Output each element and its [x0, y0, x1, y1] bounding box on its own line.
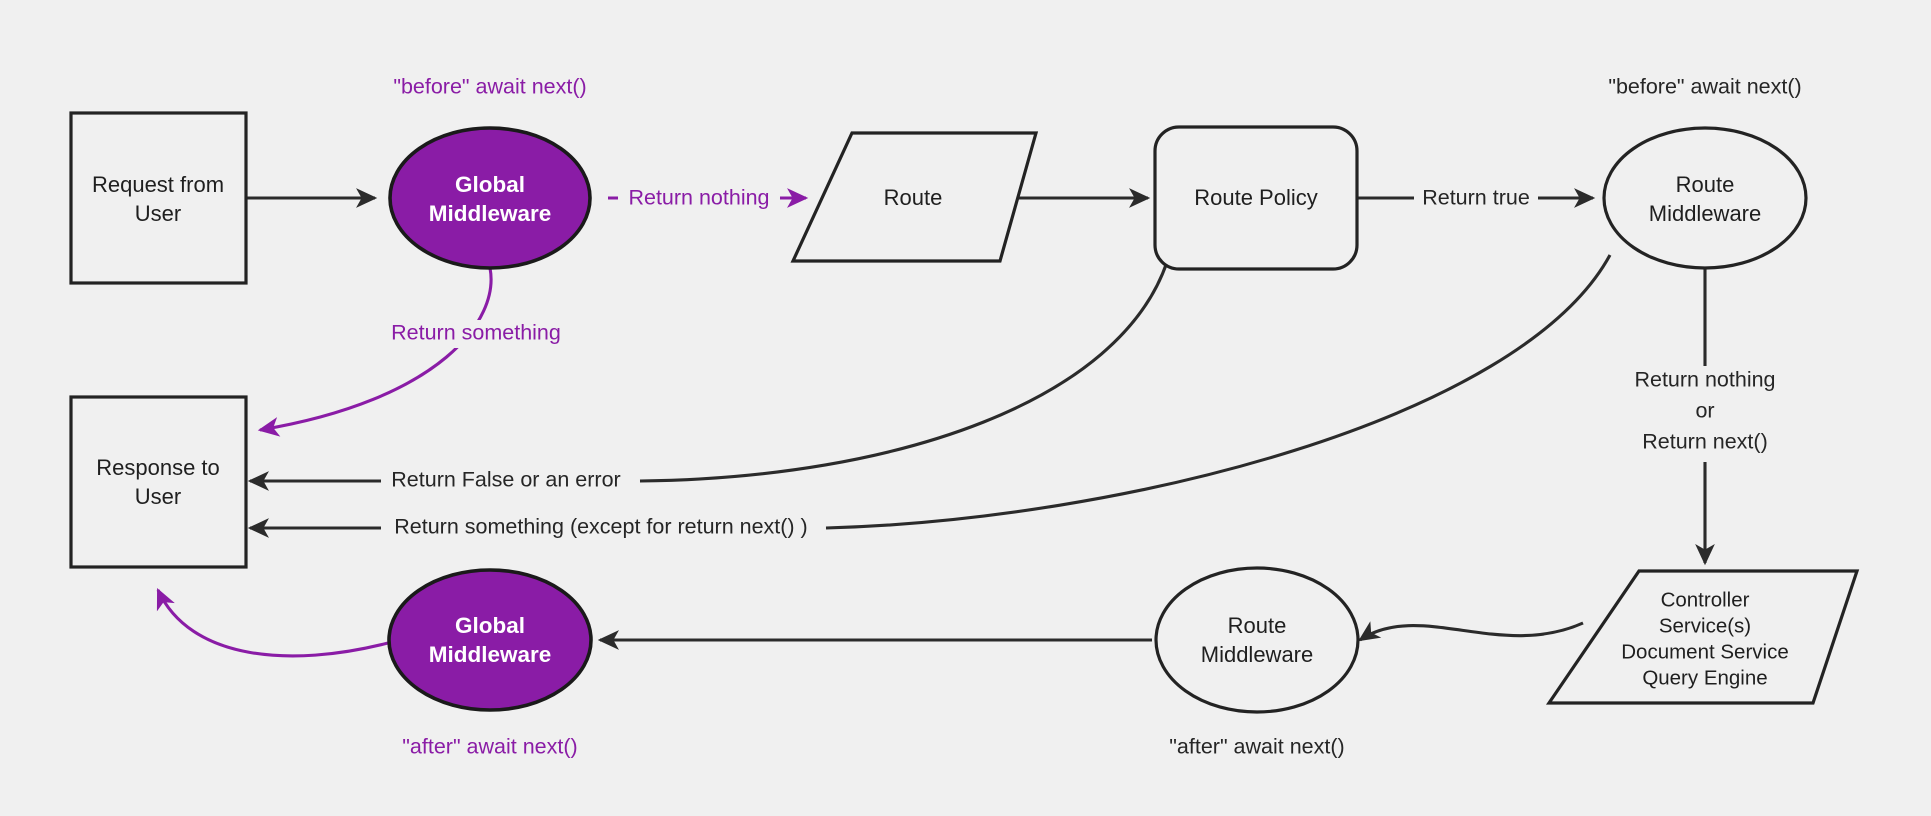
node-global-middleware-bottom[interactable]: Global Middleware [387, 568, 593, 712]
route-policy-shape [1153, 125, 1359, 271]
annotation-after-await-next-route: "after" await next() [1169, 735, 1344, 759]
annotation-before-await-next-global: "before" await next() [393, 75, 586, 99]
edge-label-return-nothing-text: Return nothing [628, 186, 769, 210]
edge-label-return-nothing-or-next-line1: Return nothing [1634, 368, 1775, 392]
edge-label-return-nothing: Return nothing [618, 184, 780, 212]
global-middleware-bottom-label-line2: Middleware [429, 642, 552, 667]
global-middleware-top-label-line1: Global [455, 172, 525, 197]
global-middleware-top-shape [388, 126, 592, 270]
route-middleware-bottom-label-line1: Route [1228, 613, 1287, 638]
controller-label-line2: Service(s) [1659, 614, 1751, 637]
route-policy-label: Route Policy [1194, 185, 1318, 210]
annotation-before-await-next-route: "before" await next() [1608, 75, 1801, 99]
edge-label-return-true-text: Return true [1422, 186, 1530, 210]
node-route[interactable]: Route [790, 131, 1039, 263]
edge-label-return-nothing-or-next-line2: or [1695, 399, 1714, 423]
edge-label-return-nothing-or-next: Return nothing or Return next() [1614, 366, 1796, 462]
route-middleware-top-label-line2: Middleware [1649, 201, 1762, 226]
annotation-after-await-next-global: "after" await next() [402, 735, 577, 759]
controller-label-line1: Controller [1661, 588, 1750, 611]
request-from-user-shape [69, 111, 248, 285]
response-to-user-label-line1: Response to [96, 455, 220, 480]
edge-route-policy-to-response-false [639, 261, 1169, 483]
request-from-user-label-line2: User [135, 201, 181, 226]
node-route-middleware-bottom[interactable]: Route Middleware [1154, 566, 1360, 714]
node-route-policy[interactable]: Route Policy [1153, 125, 1359, 271]
route-middleware-bottom-shape [1154, 566, 1360, 714]
edge-label-return-nothing-or-next-line3: Return next() [1642, 430, 1767, 454]
edge-label-return-something-except-next-text: Return something (except for return next… [394, 515, 807, 539]
controller-label-line3: Document Service [1621, 640, 1788, 663]
route-label: Route [884, 185, 943, 210]
global-middleware-bottom-shape [387, 568, 593, 712]
route-middleware-top-label-line1: Route [1676, 172, 1735, 197]
node-controller-services[interactable]: Controller Service(s) Document Service Q… [1545, 569, 1860, 705]
route-shape [790, 131, 1039, 263]
edge-controller-to-route-middleware-bottom [1358, 621, 1584, 642]
controller-services-shape [1545, 569, 1860, 705]
edge-global-middleware-bottom-to-response [156, 587, 389, 658]
route-middleware-bottom-label-line2: Middleware [1201, 642, 1314, 667]
request-from-user-label-line1: Request from [92, 172, 224, 197]
edge-global-middleware-to-response-something [257, 267, 493, 437]
edge-label-return-true: Return true [1414, 184, 1538, 212]
edge-label-return-something-text: Return something [391, 321, 561, 345]
node-global-middleware-top[interactable]: Global Middleware [388, 126, 592, 270]
controller-label-line4: Query Engine [1642, 666, 1767, 689]
global-middleware-top-label-line2: Middleware [429, 201, 552, 226]
edge-label-return-something: Return something [382, 320, 568, 348]
node-request-from-user[interactable]: Request from User [69, 111, 248, 285]
edge-label-return-false-or-error: Return False or an error [382, 467, 630, 495]
response-to-user-label-line2: User [135, 484, 181, 509]
route-middleware-top-shape [1602, 126, 1808, 270]
global-middleware-bottom-label-line1: Global [455, 613, 525, 638]
node-response-to-user[interactable]: Response to User [69, 395, 248, 569]
edge-label-return-false-or-error-text: Return False or an error [391, 468, 620, 492]
response-to-user-shape [69, 395, 248, 569]
edge-route-middleware-to-response-something [825, 254, 1612, 530]
node-route-middleware-top[interactable]: Route Middleware [1602, 126, 1808, 270]
edge-label-return-something-except-next: Return something (except for return next… [382, 514, 820, 542]
